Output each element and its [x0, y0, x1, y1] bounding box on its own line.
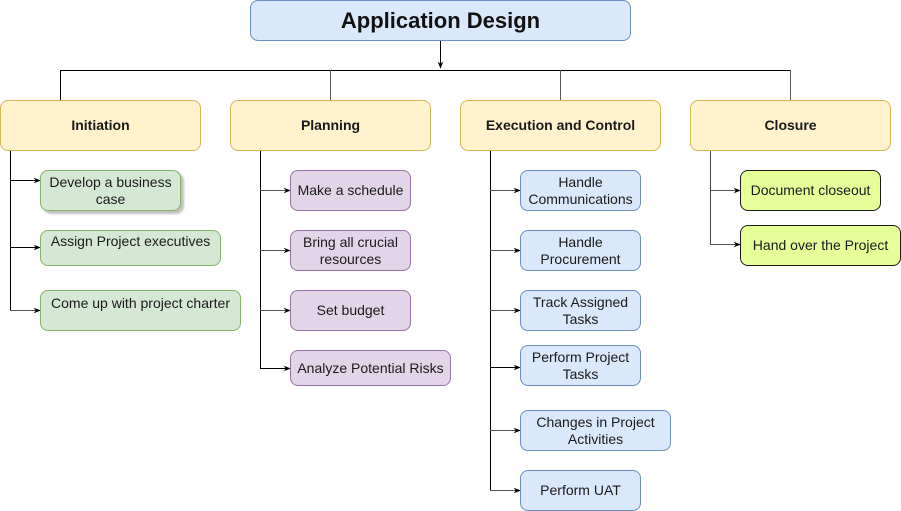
task-make-a-schedule[interactable]: Make a schedule — [290, 170, 411, 211]
task-track-assigned-tasks[interactable]: Track Assigned Tasks — [520, 290, 641, 331]
task-perform-project-tasks[interactable]: Perform Project Tasks — [520, 345, 641, 386]
task-handle-procurement[interactable]: Handle Procurement — [520, 230, 641, 271]
task-analyze-potential-risks[interactable]: Analyze Potential Risks — [290, 350, 451, 386]
task-set-budget[interactable]: Set budget — [290, 290, 411, 331]
task-handle-communications[interactable]: Handle Communications — [520, 170, 641, 211]
task-hand-over-the-project[interactable]: Hand over the Project — [740, 225, 901, 266]
phase-execution-and-control[interactable]: Execution and Control — [460, 100, 661, 151]
task-bring-all-crucial-resources[interactable]: Bring all crucial resources — [290, 230, 411, 271]
task-document-closeout[interactable]: Document closeout — [740, 170, 881, 211]
task-come-up-with-project-charter[interactable]: Come up with project charter — [40, 290, 241, 331]
phase-planning[interactable]: Planning — [230, 100, 431, 151]
phase-initiation[interactable]: Initiation — [0, 100, 201, 151]
task-perform-uat[interactable]: Perform UAT — [520, 470, 641, 511]
task-assign-project-executives[interactable]: Assign Project executives — [40, 230, 221, 266]
root-node-application-design[interactable]: Application Design — [250, 0, 631, 41]
phase-closure[interactable]: Closure — [690, 100, 891, 151]
task-develop-business-case[interactable]: Develop a business case — [40, 170, 181, 211]
task-changes-in-project-activities[interactable]: Changes in Project Activities — [520, 410, 671, 451]
